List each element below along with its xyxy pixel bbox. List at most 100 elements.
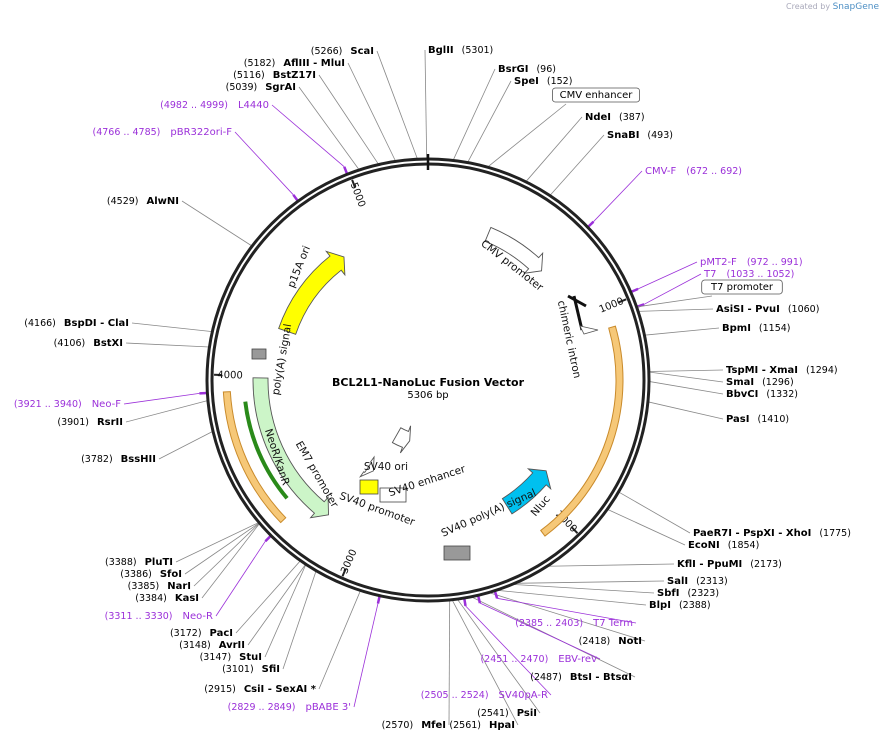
enzyme-name: NotI: [618, 636, 642, 647]
enzyme-name: PaeR7I - PspXI - XhoI: [693, 528, 811, 539]
tick-label-1000: 1000: [598, 296, 626, 316]
enzyme-position: (1154): [759, 323, 791, 334]
feature-sv40-poly-a-signal-label: SV40 poly(A) signal: [439, 487, 538, 540]
primer-leader-l4440: [271, 104, 345, 168]
feature-sv40-promoter-shape: [391, 425, 412, 454]
primer-leader-pbabe-3: [353, 603, 379, 708]
enzyme-site-econi: EcoNI(1854): [688, 540, 759, 551]
primer-name: pMT2-F: [700, 257, 737, 268]
enzyme-site-ndei: NdeI(387): [585, 112, 645, 123]
enzyme-leader-stui: [264, 564, 307, 658]
enzyme-site-mfei: (2570)MfeI: [382, 720, 446, 731]
primer-range: (2829 .. 2849): [228, 702, 296, 713]
feature-p15a-ori-shape: [278, 250, 346, 335]
enzyme-leader-econi: [607, 508, 686, 546]
enzyme-site-nari: (3385)NarI: [128, 581, 191, 592]
enzyme-position: (3782): [81, 454, 113, 465]
tick-label-3000: 3000: [339, 548, 359, 576]
primer-neo-f: (3921 .. 3940)Neo-F: [14, 399, 121, 410]
enzyme-leader-kfli-ppumi: [546, 563, 675, 567]
enzyme-site-bstz17i: (5116)BstZ17I: [233, 70, 316, 81]
enzyme-name: SbfI: [657, 588, 679, 599]
enzyme-leader-scai: [376, 50, 418, 160]
enzyme-leader-hpai: [451, 599, 519, 726]
enzyme-name: RsrII: [97, 417, 123, 428]
enzyme-name: SalI: [667, 576, 688, 587]
enzyme-site-kasi: (3384)KasI: [135, 593, 199, 604]
feature-neor-kanr-shape: [252, 377, 329, 519]
enzyme-name: AlwNI: [147, 196, 180, 207]
primer-range: (1033 .. 1052): [726, 269, 794, 280]
enzyme-site-noti: (2418)NotI: [579, 636, 642, 647]
enzyme-position: (2915): [204, 684, 236, 695]
enzyme-name: BstXI: [93, 338, 123, 349]
enzyme-name: SgrAI: [265, 82, 296, 93]
enzyme-leader-snabi: [549, 134, 605, 196]
enzyme-site-blpi: BlpI(2388): [649, 600, 711, 611]
primer-leader-pmt2-f: [637, 261, 698, 290]
primer-name: SV40pA-R: [499, 690, 548, 701]
enzyme-leader-bspdi-clai: [131, 322, 213, 332]
enzyme-name: CsiI - SexAI *: [244, 684, 317, 695]
enzyme-site-bsshii: (3782)BssHII: [81, 454, 156, 465]
enzyme-site-sfii: (3101)SfiI: [222, 664, 280, 675]
enzyme-site-paer7i-pspxi-xhoi: PaeR7I - PspXI - XhoI (1775): [693, 528, 851, 539]
feature-chimeric-intron-arrow: [579, 325, 599, 335]
primer-range: (3311 .. 3330): [105, 611, 173, 622]
plasmid-title: BCL2L1-NanoLuc Fusion Vector: [332, 376, 525, 389]
enzyme-position: (2313): [696, 576, 728, 587]
enzyme-leader-bstz17i: [318, 74, 380, 165]
enzyme-leader-bglii: [424, 49, 428, 160]
enzyme-leader-bbvci: [648, 381, 724, 395]
primer-range: (672 .. 692): [686, 166, 742, 177]
enzyme-site-bbvci: BbvCI(1332): [726, 389, 798, 400]
primer-range: (2385 .. 2403): [515, 618, 583, 629]
enzyme-name: PacI: [210, 628, 233, 639]
enzyme-name: KflI - PpuMI: [677, 559, 742, 570]
enzyme-leader-smai: [648, 371, 724, 383]
tick-1000: [618, 298, 627, 304]
enzyme-position: (2541): [477, 708, 509, 719]
enzyme-site-bstxi: (4106) BstXI: [54, 338, 123, 349]
enzyme-site-sfoi: (3386)SfoI: [120, 569, 182, 580]
boxed-label-cmv-enhancer: CMV enhancer: [560, 90, 634, 101]
enzyme-leader-tspmi-xmai: [648, 369, 724, 372]
enzyme-name: BpmI: [722, 323, 751, 334]
highlight-band-neo: [222, 391, 287, 524]
enzyme-name: NarI: [167, 581, 191, 592]
enzyme-position: (4106): [54, 338, 86, 349]
enzyme-site-hpai: (2561)HpaI: [449, 720, 515, 731]
enzyme-site-kfli-ppumi: KflI - PpuMI(2173): [677, 559, 782, 570]
enzyme-leader-mfei: [448, 599, 451, 726]
primer-neo-r: (3311 .. 3330)Neo-R: [105, 611, 213, 622]
enzyme-position: (5116): [233, 70, 265, 81]
tick-label-5000: 5000: [348, 181, 367, 209]
primer-range: (4982 .. 4999): [160, 100, 228, 111]
enzyme-name: SnaBI: [607, 130, 639, 141]
enzyme-position: (1410): [757, 414, 789, 425]
feature-em7-promoter-shape: [358, 455, 375, 478]
boxed-leader-cmv-enhancer: [487, 103, 567, 168]
enzyme-leader-sgrai: [298, 86, 360, 171]
enzyme-site-afliii-mlui: (5182)AflIII - MluI: [244, 58, 345, 69]
enzyme-position: (152): [547, 76, 573, 87]
enzyme-leader-asisi-pvui: [638, 308, 714, 312]
enzyme-site-snabi: SnaBI(493): [607, 130, 673, 141]
enzyme-site-avrii: (3148)AvrII: [179, 640, 245, 651]
enzyme-position: (5182): [244, 58, 276, 69]
enzyme-name: KasI: [175, 593, 199, 604]
enzyme-name: BlpI: [649, 600, 671, 611]
enzyme-position: (1775): [819, 528, 851, 539]
enzyme-position: (3386): [120, 569, 152, 580]
enzyme-site-bpmi: BpmI (1154): [722, 323, 791, 334]
enzyme-leader-sfoi: [184, 522, 260, 575]
primer-range: (972 .. 991): [747, 257, 803, 268]
enzyme-position: (2570): [382, 720, 414, 731]
enzyme-name: SfiI: [262, 664, 280, 675]
enzyme-name: PasI: [726, 414, 749, 425]
boxed-label-t7-promoter: T7 promoter: [710, 282, 774, 293]
enzyme-leader-spei: [467, 80, 512, 163]
enzyme-position: (3147): [200, 652, 232, 663]
enzyme-site-bspdi-clai: (4166)BspDI - ClaI: [24, 318, 129, 329]
